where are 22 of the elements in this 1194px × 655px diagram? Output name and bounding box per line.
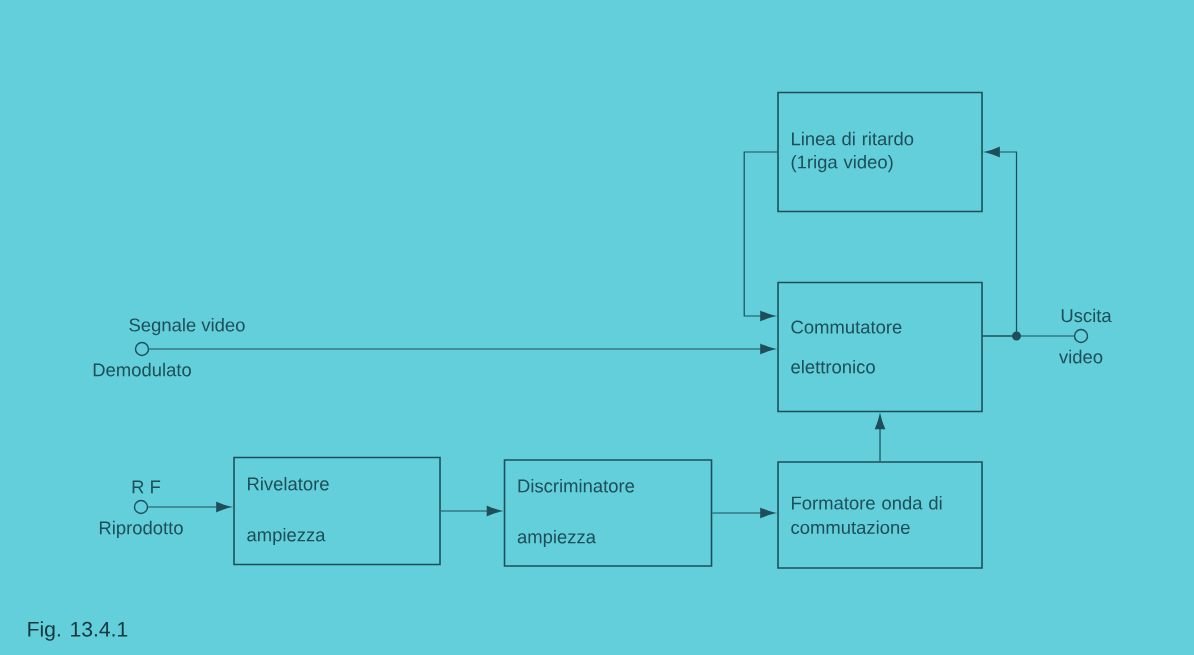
node-label: Demodulato	[93, 362, 191, 377]
node-label: Riprodotto	[99, 520, 183, 539]
block-box: Commutatore elettronico	[777, 281, 983, 413]
terminal: Uscita video	[1059, 308, 1112, 364]
arrow	[874, 414, 886, 462]
block-box: Linea di ritardo (1riga video)	[777, 91, 983, 213]
block-box: Rivelatore ampiezza	[233, 456, 441, 566]
terminal: R F Riprodotto	[99, 480, 183, 538]
terminal: Segnale video Demodulato	[93, 318, 245, 377]
node-label: Segnale video	[129, 317, 245, 336]
node-label: R F	[132, 480, 161, 494]
arrow	[147, 501, 231, 513]
arrow	[440, 505, 502, 517]
node-label: Uscita	[1061, 308, 1112, 323]
block-box: Formatore onda di commutazione	[777, 461, 983, 569]
arrow	[148, 343, 775, 355]
caption: Fig. 13.4.1	[28, 621, 128, 641]
block-box: Discriminatore ampiezza	[503, 459, 713, 567]
node-label: video	[1059, 349, 1103, 364]
arrow	[711, 507, 775, 519]
arrow	[743, 151, 778, 322]
arrow	[982, 146, 1018, 337]
